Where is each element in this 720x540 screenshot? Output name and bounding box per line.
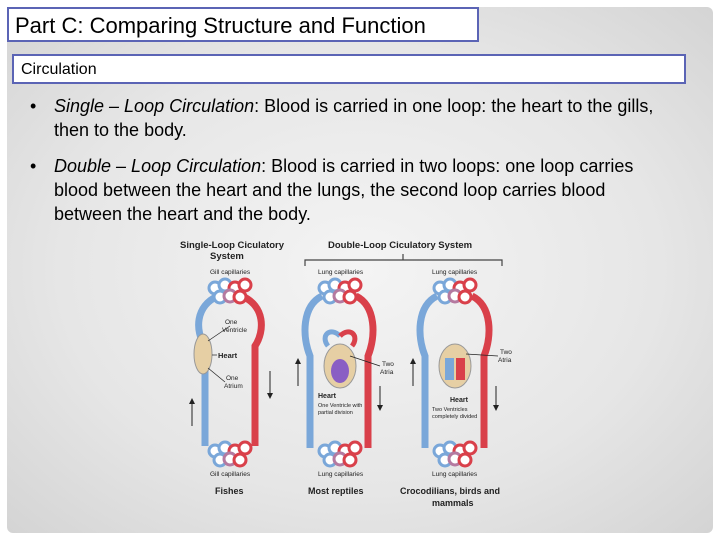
- reptile-diagram: Lung capillaries Two Atria Heart One Ven…: [295, 269, 394, 496]
- croc-lung-capillaries-top: Lung capillaries: [432, 269, 478, 276]
- reptile-mixed-ventricle: [331, 359, 349, 383]
- fish-artery: [240, 292, 265, 446]
- heading-single-loop-2: System: [210, 251, 244, 262]
- bullet-term: Double – Loop Circulation: [54, 156, 262, 176]
- slide-title: Part C: Comparing Structure and Function: [7, 7, 479, 42]
- reptile-vein: [301, 292, 324, 448]
- croc-lung-capillaries-bottom: Lung capillaries: [432, 471, 478, 478]
- bullet-text: : Blood is carried in one loop: the hear…: [54, 96, 654, 140]
- reptile-atria-label: Two: [382, 361, 394, 368]
- reptile-lung-capillaries-top: Lung capillaries: [318, 269, 364, 276]
- croc-ventricle-label-2: completely divided: [432, 414, 477, 420]
- fish-heart: [193, 333, 213, 375]
- bullet-dot: •: [30, 156, 37, 176]
- fish-gill-capillaries-bottom: Gill capillaries: [210, 471, 251, 478]
- croc-diagram: Lung capillaries Two Atria Heart Two Ven…: [400, 269, 512, 508]
- croc-artery: [470, 292, 493, 448]
- circulation-diagram: Single-Loop Ciculatory System Double-Loo…: [170, 236, 530, 514]
- bullet-double-loop: • Double – Loop Circulation: Blood is ca…: [30, 154, 670, 226]
- reptile-caption: Most reptiles: [308, 486, 364, 496]
- bullet-term: Single – Loop Circulation: [54, 96, 255, 116]
- bullet-text: : Blood is carried in two loops: one loo…: [54, 156, 634, 224]
- fish-atrium-label: One: [226, 375, 239, 382]
- reptile-artery: [354, 292, 377, 448]
- croc-vein: [416, 292, 439, 448]
- fish-ventricle-label-2: Ventricle: [222, 327, 247, 334]
- double-loop-bracket: [304, 254, 503, 266]
- bullet-single-loop: • Single – Loop Circulation: Blood is ca…: [30, 94, 670, 142]
- reptile-lung-capillaries-bottom: Lung capillaries: [318, 471, 364, 478]
- fish-atrium-label-2: Atrium: [224, 383, 243, 390]
- croc-atria-label: Two: [500, 349, 512, 356]
- section-heading: Circulation: [12, 54, 686, 84]
- croc-left-ventricle: [456, 358, 465, 380]
- reptile-ventricle-label-2: partial division: [318, 410, 353, 416]
- heading-single-loop: Single-Loop Ciculatory: [180, 240, 285, 251]
- fish-diagram: Gill capillaries One Ventricle Heart One…: [189, 269, 273, 496]
- croc-right-ventricle: [445, 358, 454, 380]
- fish-ventricle-label: One: [225, 319, 238, 326]
- croc-heart: [438, 343, 472, 389]
- bullet-list: • Single – Loop Circulation: Blood is ca…: [30, 94, 670, 238]
- croc-atria-label-2: Atria: [498, 357, 512, 364]
- reptile-heart-label: Heart: [318, 393, 337, 400]
- croc-heart-label: Heart: [450, 397, 469, 404]
- croc-caption: Crocodilians, birds and: [400, 486, 500, 496]
- croc-ventricle-label: Two Ventricles: [432, 407, 468, 413]
- fish-gill-capillaries-top: Gill capillaries: [210, 269, 251, 276]
- reptile-atria-label-2: Atria: [380, 369, 394, 376]
- fish-caption: Fishes: [215, 486, 244, 496]
- bullet-dot: •: [30, 96, 37, 116]
- fish-heart-label: Heart: [218, 351, 238, 360]
- heading-double-loop: Double-Loop Ciculatory System: [328, 240, 472, 251]
- reptile-ventricle-label: One Ventricle with: [318, 403, 362, 409]
- croc-caption-2: mammals: [432, 498, 474, 508]
